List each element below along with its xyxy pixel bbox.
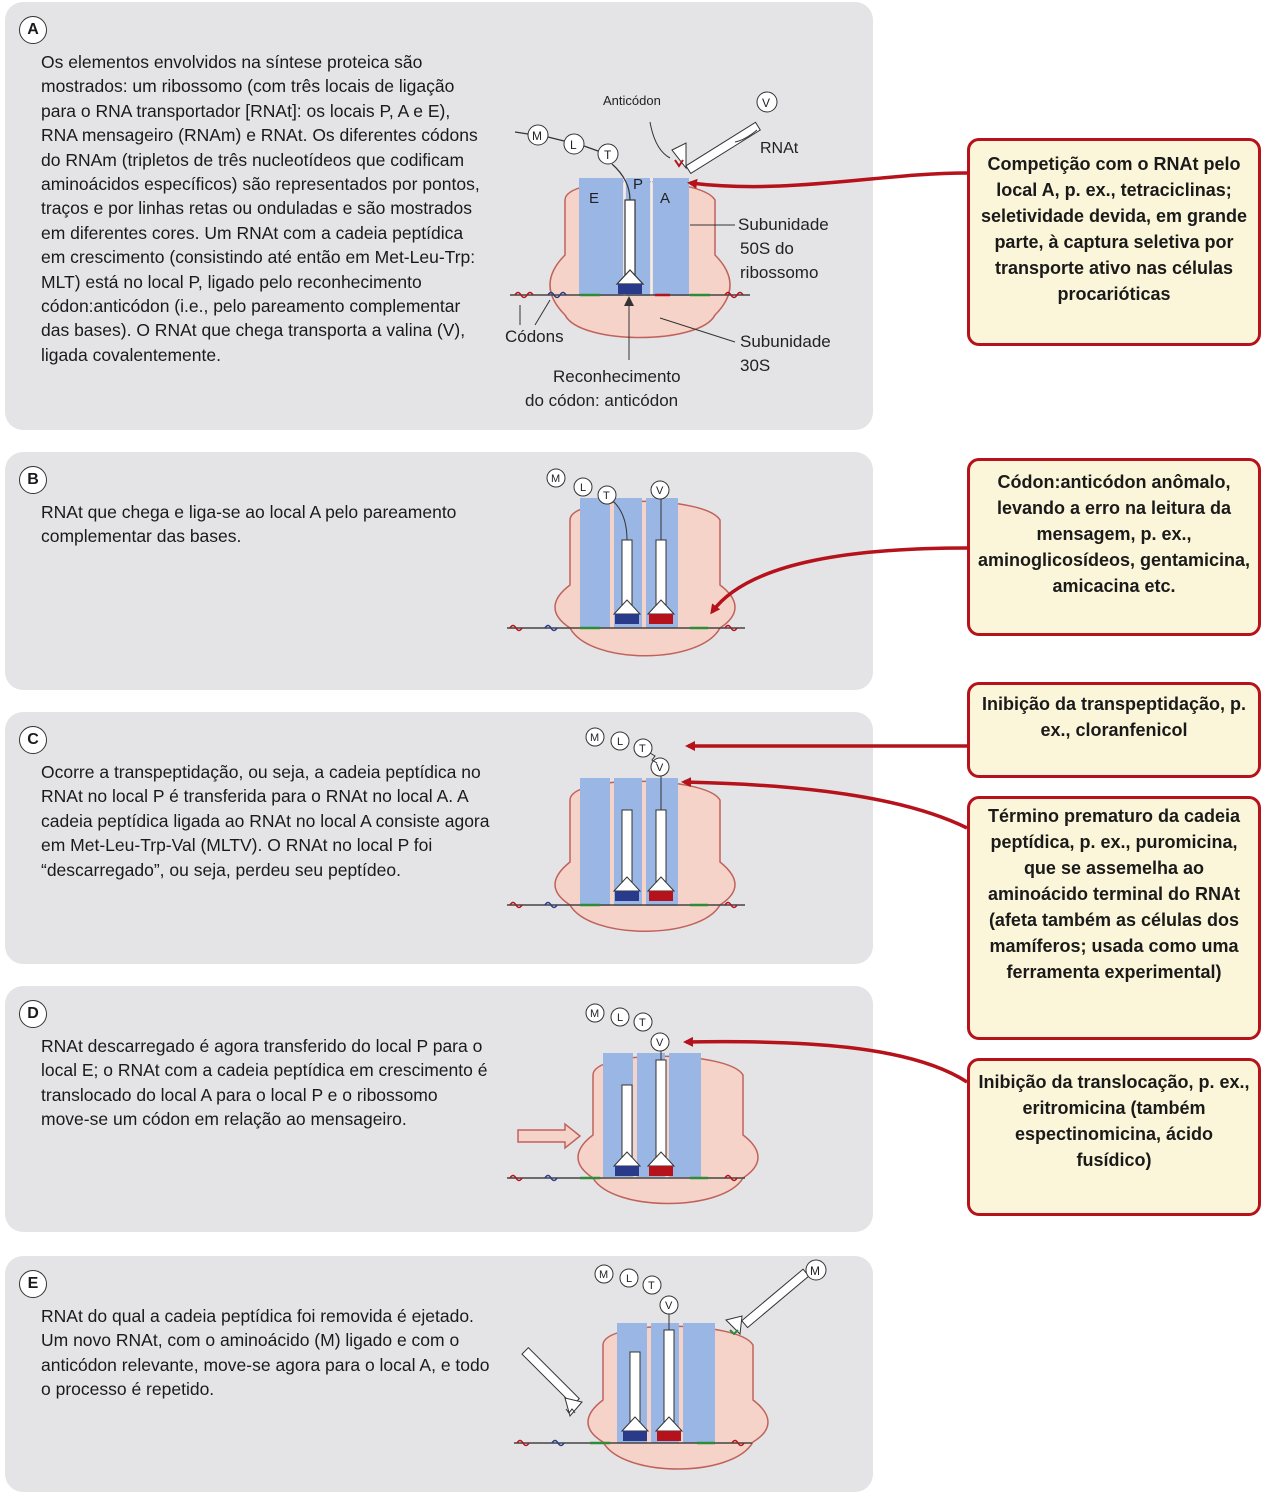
amino-acid-t: T [639, 743, 646, 755]
ribosome-b [554, 498, 736, 657]
label-30s-line2: 30S [740, 356, 770, 375]
callout-puromycin: Término prematuro da cadeia peptídica, p… [967, 796, 1261, 1040]
amino-acid-v: V [656, 762, 664, 774]
ribosome-move-arrow [517, 1122, 582, 1150]
label-rnat: RNAt [760, 140, 799, 157]
callout-tetracyclines: Competição com o RNAt pelo local A, p. e… [967, 138, 1261, 346]
site-label-p: P [633, 176, 643, 193]
label-30s-line1: Subunidade [740, 332, 831, 351]
amino-acid-circle [619, 1268, 639, 1288]
panel-description: Ocorre a transpeptidação, ou seja, a cad… [41, 762, 490, 880]
amino-acid-circle [527, 124, 549, 146]
amino-acid-circle [633, 738, 653, 758]
amino-acid-m: M [532, 129, 542, 143]
amino-acid-circle [650, 1032, 670, 1052]
amino-acid-circle [805, 1259, 827, 1281]
arrow-to-translocation [683, 1036, 968, 1084]
site-label-a: A [660, 190, 670, 207]
amino-acid-t: T [639, 1017, 646, 1029]
site-label-e: E [589, 190, 599, 207]
label-recognition-line2: do códon: anticódon [525, 391, 678, 410]
callout-chloramphenicol: Inibição da transpeptidação, p. ex., clo… [967, 682, 1261, 778]
panel-letter: E [19, 1270, 47, 1298]
amino-acid-circle [650, 480, 670, 500]
amino-acid-l: L [626, 1273, 632, 1285]
mrna-a [510, 291, 750, 299]
callout-erythromycin: Inibição da translocação, p. ex., eritro… [967, 1058, 1261, 1216]
amino-acid-t: T [604, 148, 612, 162]
amino-acid-circle [642, 1275, 662, 1295]
amino-acid-circle [546, 468, 566, 488]
panel-letter: B [19, 466, 47, 494]
panel-description: RNAt descarregado é agora transferido do… [41, 1036, 488, 1130]
trnas-b [507, 468, 745, 632]
amino-acid-m: M [810, 1264, 820, 1278]
arrow-to-codon-b [710, 546, 968, 615]
label-anticodon: Anticódon [603, 93, 661, 108]
amino-acid-l: L [617, 1012, 623, 1024]
panel-description: Os elementos envolvidos na síntese prote… [41, 52, 480, 365]
amino-acid-l: L [617, 736, 623, 748]
panel-b: B RNAt que chega e liga-se ao local A pe… [5, 452, 873, 690]
panel-letter: D [19, 1000, 47, 1028]
ribosome-a [549, 178, 731, 339]
amino-acid-circle [597, 143, 619, 165]
amino-acid-t: T [603, 490, 610, 502]
panel-letter: C [19, 726, 47, 754]
peptide-chain-a [514, 124, 631, 201]
panel-description: RNAt que chega e liga-se ao local A pelo… [41, 502, 457, 547]
arrow-to-v-residue [681, 777, 968, 830]
incoming-trna-a [649, 91, 778, 175]
label-recognition-line1: Reconhecimento [553, 367, 681, 386]
inhibitor-arrows [681, 171, 968, 1084]
amino-acid-circle [756, 91, 778, 113]
arrow-to-site-a [687, 171, 968, 189]
amino-acid-v: V [656, 1037, 664, 1049]
amino-acid-m: M [590, 732, 599, 744]
amino-acid-l: L [570, 138, 577, 152]
callout-aminoglycosides: Códon:anticódon anômalo, levando a erro … [967, 458, 1261, 636]
amino-acid-m: M [599, 1269, 608, 1281]
amino-acid-circle [594, 1264, 614, 1284]
amino-acid-t: T [648, 1280, 655, 1292]
label-50s-line1: Subunidade [738, 215, 829, 234]
amino-acid-v: V [762, 96, 770, 110]
panel-description: RNAt do qual a cadeia peptídica foi remo… [41, 1306, 490, 1400]
label-codons: Códons [505, 327, 564, 346]
panel-a: A Os elementos envolvidos na síntese pro… [5, 2, 873, 430]
panel-letter: A [19, 16, 47, 44]
amino-acid-circle [610, 1007, 630, 1027]
amino-acid-v: V [665, 1300, 673, 1312]
ribosome-d [507, 1003, 759, 1205]
amino-acid-circle [563, 133, 585, 155]
ribosome-e [514, 1259, 827, 1470]
label-50s-line2: 50S do [740, 239, 794, 258]
amino-acid-circle [597, 485, 617, 505]
amino-acid-l: L [580, 482, 586, 494]
ribosome-c [507, 727, 745, 932]
amino-acid-m: M [590, 1008, 599, 1020]
amino-acid-circle [633, 1012, 653, 1032]
amino-acid-m: M [551, 473, 560, 485]
amino-acid-v: V [656, 485, 664, 497]
amino-acid-circle [585, 727, 605, 747]
amino-acid-circle [610, 731, 630, 751]
amino-acid-circle [585, 1003, 605, 1023]
panel-c: C Ocorre a transpeptidação, ou seja, a c… [5, 712, 873, 964]
label-50s-line3: ribossomo [740, 263, 818, 282]
amino-acid-circle [573, 477, 593, 497]
